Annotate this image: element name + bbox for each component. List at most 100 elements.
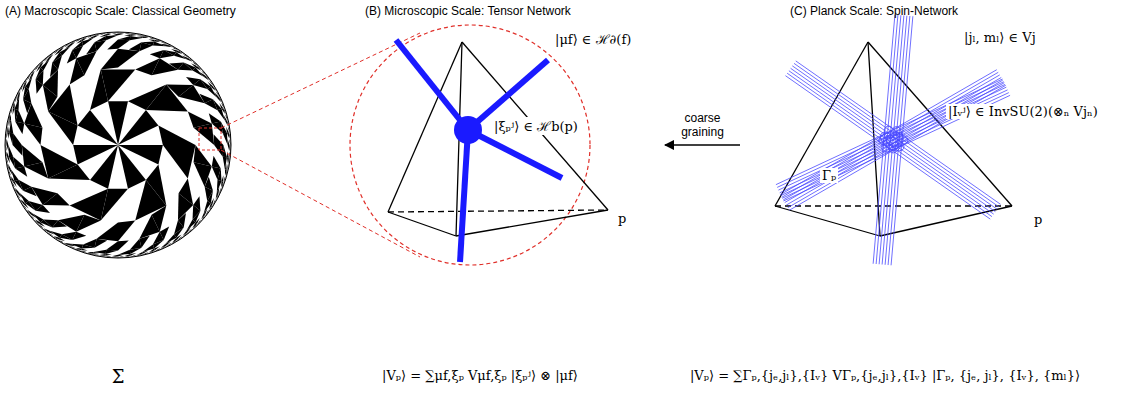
tensor-node	[454, 116, 482, 144]
disk-outline	[5, 32, 231, 258]
tile	[13, 181, 17, 187]
tile	[118, 254, 124, 256]
tile	[194, 124, 215, 145]
tetra-hidden-edge	[388, 210, 608, 212]
tile	[223, 133, 228, 145]
tile	[118, 49, 139, 68]
tile	[11, 169, 18, 181]
tile	[223, 157, 227, 170]
tile	[106, 250, 118, 254]
tile	[109, 33, 112, 34]
tile	[127, 256, 130, 257]
tile	[95, 36, 107, 42]
tile	[214, 134, 224, 145]
tetra-edge	[880, 206, 1012, 236]
tile	[112, 255, 118, 257]
link-strand	[780, 70, 997, 195]
tile	[155, 40, 158, 41]
tile	[220, 188, 221, 191]
tile	[106, 241, 118, 250]
tile	[222, 175, 224, 181]
tile	[78, 249, 81, 250]
math-label: |ξₚʲ⟩ ∈ ℋb(p)	[492, 117, 580, 135]
tile	[227, 157, 229, 163]
tile	[17, 97, 20, 103]
link-strand	[794, 63, 999, 206]
tile	[9, 121, 13, 134]
tile	[6, 154, 7, 157]
tile	[186, 58, 192, 62]
tile	[106, 35, 118, 40]
formula: |Vₚ⟩ = ∑μf,ξₚ Vμf,ξₚ |ξₚʲ⟩ ⊗ |μf⟩	[382, 368, 578, 383]
tile	[118, 110, 158, 145]
tile	[7, 133, 9, 139]
tetra-edge	[388, 212, 456, 236]
tile	[9, 120, 11, 126]
tile	[181, 56, 187, 60]
panel-title: (B) Microscopic Scale: Tensor Network	[365, 4, 571, 18]
tile	[14, 97, 19, 110]
link-strand	[778, 84, 1005, 190]
connector-arrow	[665, 144, 740, 145]
tile	[171, 49, 177, 52]
tile	[227, 133, 229, 139]
edge-label: coarse graining	[671, 111, 735, 139]
tile	[22, 145, 43, 166]
tile	[95, 239, 108, 248]
tile	[9, 117, 11, 120]
tile	[225, 120, 228, 126]
tile	[88, 36, 94, 39]
panel: (A) Macroscopic Scale: Classical Geometr…	[2, 0, 242, 410]
tile	[118, 241, 129, 251]
tile	[106, 254, 112, 256]
tile	[179, 85, 205, 103]
tile	[82, 244, 95, 248]
tile	[39, 62, 44, 68]
tetra-edge	[462, 42, 608, 210]
tile	[222, 182, 223, 185]
tile	[201, 213, 205, 219]
tile	[153, 41, 166, 46]
link-strand	[776, 79, 1003, 185]
math-label: |μf⟩ ∈ ℋ∂(f)	[553, 30, 633, 48]
formula: Σ	[112, 366, 125, 387]
tile	[106, 33, 109, 34]
tile	[73, 145, 118, 164]
tile	[22, 86, 25, 92]
tile	[9, 157, 15, 169]
tile	[93, 35, 99, 38]
tile	[107, 40, 118, 50]
tile	[13, 108, 15, 114]
tile	[217, 187, 220, 193]
tile	[204, 208, 208, 214]
tile	[8, 164, 11, 170]
tensor-leg	[460, 130, 468, 262]
tile	[225, 163, 227, 169]
tile	[124, 256, 127, 257]
tile	[82, 38, 94, 45]
tile	[6, 139, 8, 145]
tile	[148, 40, 154, 42]
vertex-label: p	[616, 211, 628, 226]
tile	[217, 180, 222, 193]
tile	[13, 133, 22, 145]
tile	[142, 244, 154, 251]
tile	[211, 198, 214, 204]
link-strand	[787, 73, 992, 216]
tile	[14, 109, 18, 122]
hyperbolic-tiling	[5, 32, 231, 258]
tile	[124, 254, 130, 256]
tensor-leg	[396, 40, 468, 130]
tile	[217, 168, 221, 181]
zoom-leader	[221, 150, 420, 257]
tile	[124, 34, 130, 36]
formula: |Vₚ⟩ = ∑Γₚ,{jₑ,jₗ},{Iᵥ} VΓₚ,{jₑ,jₗ},{Iᵥ}…	[690, 368, 1080, 383]
tile	[15, 99, 16, 102]
panel: (C) Planck Scale: Spin-Network|Vₚ⟩ = ∑Γₚ…	[740, 0, 1136, 410]
tile	[142, 250, 148, 253]
panel-title: (A) Macroscopic Scale: Classical Geometr…	[5, 4, 236, 18]
math-label: |Iᵥʲ⟩ ∈ InvSU(2)(⊗ₙ Vjₙ)	[946, 104, 1100, 119]
